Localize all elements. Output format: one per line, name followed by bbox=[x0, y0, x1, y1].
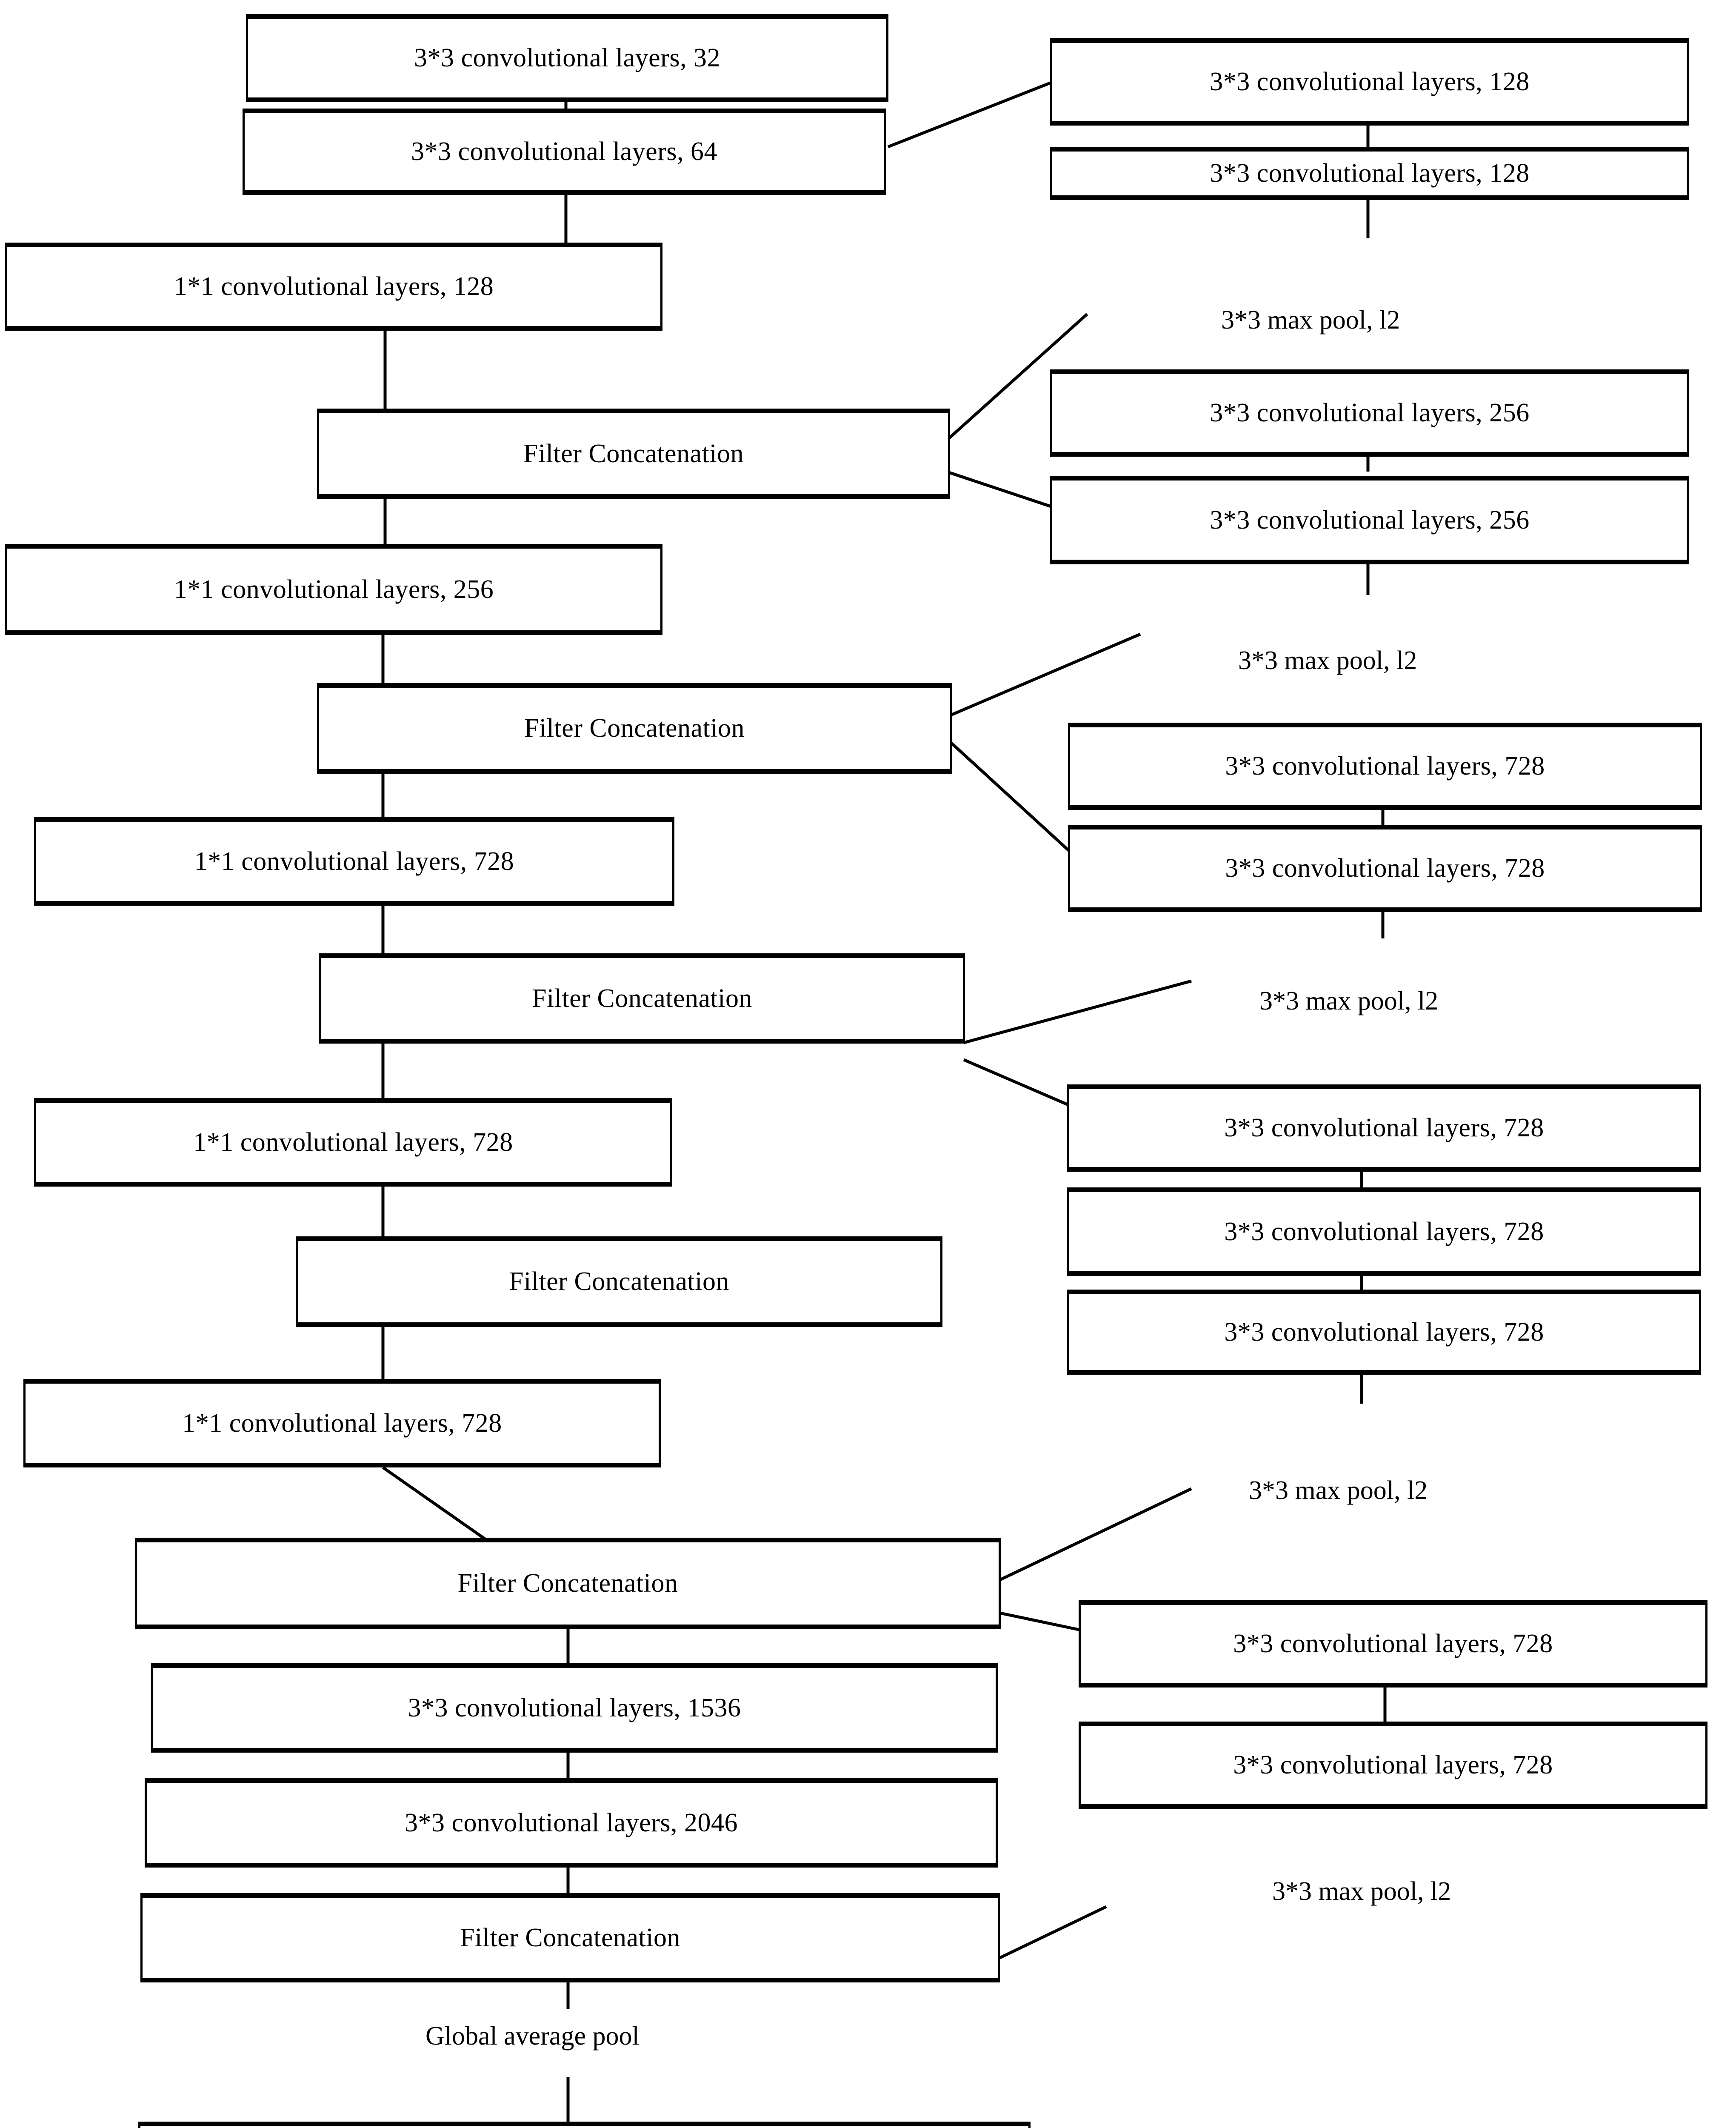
edge-fc3-to-pool3 bbox=[963, 979, 1192, 1044]
node-conv1x728-c[interactable]: 1*1 convolutional layers, 728 bbox=[23, 1379, 661, 1467]
node-label: Filter Concatenation bbox=[532, 984, 752, 1013]
node-label: 3*3 convolutional layers, 256 bbox=[1210, 398, 1530, 428]
node-softmax[interactable]: 1000 fully-connected softmax layer bbox=[138, 2122, 1031, 2128]
node-conv1536[interactable]: 3*3 convolutional layers, 1536 bbox=[151, 1663, 998, 1753]
max-pool-text: 3*3 max pool, l2 bbox=[1249, 1476, 1428, 1505]
node-conv2046[interactable]: 3*3 convolutional layers, 2046 bbox=[145, 1778, 998, 1868]
node-branch-conv128-a[interactable]: 3*3 convolutional layers, 128 bbox=[1050, 38, 1689, 126]
node-filter-concatenation-3[interactable]: Filter Concatenation bbox=[319, 953, 965, 1044]
node-branch-conv128-b[interactable]: 3*3 convolutional layers, 128 bbox=[1050, 147, 1689, 200]
node-branch-conv256-a[interactable]: 3*3 convolutional layers, 256 bbox=[1050, 369, 1689, 457]
max-pool-text: 3*3 max pool, l2 bbox=[1221, 306, 1400, 335]
node-label: Filter Concatenation bbox=[524, 714, 745, 743]
node-label: 3*3 convolutional layers, 128 bbox=[1210, 67, 1530, 97]
node-label: 3*3 convolutional layers, 2046 bbox=[405, 1808, 738, 1837]
edge-fc6-to-pool5 bbox=[999, 1905, 1107, 1959]
edge-fc3-to-b728c bbox=[963, 1058, 1073, 1108]
global-average-pool-text: Global average pool bbox=[425, 2022, 640, 2051]
node-conv32[interactable]: 3*3 convolutional layers, 32 bbox=[246, 14, 888, 102]
node-label: 3*3 convolutional layers, 1536 bbox=[408, 1693, 741, 1722]
label-max-pool-2: 3*3 max pool, l2 bbox=[1238, 646, 1417, 675]
node-branch-conv728-d[interactable]: 3*3 convolutional layers, 728 bbox=[1067, 1187, 1701, 1276]
node-label: Filter Concatenation bbox=[460, 1923, 680, 1952]
node-label: Filter Concatenation bbox=[457, 1569, 678, 1598]
node-filter-concatenation-2[interactable]: Filter Concatenation bbox=[317, 683, 952, 774]
node-label: 3*3 convolutional layers, 728 bbox=[1225, 752, 1545, 781]
node-branch-conv256-b[interactable]: 3*3 convolutional layers, 256 bbox=[1050, 476, 1689, 564]
node-filter-concatenation-4[interactable]: Filter Concatenation bbox=[296, 1236, 942, 1327]
node-label: 1*1 convolutional layers, 256 bbox=[174, 575, 494, 604]
edge-fc2-to-pool2 bbox=[950, 632, 1141, 717]
node-conv1x728-a[interactable]: 1*1 convolutional layers, 728 bbox=[34, 817, 674, 906]
node-label: 3*3 convolutional layers, 64 bbox=[411, 137, 717, 166]
node-branch-conv728-a[interactable]: 3*3 convolutional layers, 728 bbox=[1068, 723, 1702, 810]
max-pool-text: 3*3 max pool, l2 bbox=[1238, 646, 1417, 675]
node-branch-conv728-f[interactable]: 3*3 convolutional layers, 728 bbox=[1079, 1600, 1707, 1688]
node-label: 3*3 convolutional layers, 728 bbox=[1233, 1750, 1553, 1780]
node-label: 3*3 convolutional layers, 728 bbox=[1224, 1217, 1544, 1246]
label-max-pool-1: 3*3 max pool, l2 bbox=[1221, 306, 1400, 335]
node-label: 3*3 convolutional layers, 728 bbox=[1224, 1113, 1544, 1143]
edge-fc5-to-b728f bbox=[999, 1611, 1081, 1632]
node-filter-concatenation-5[interactable]: Filter Concatenation bbox=[135, 1538, 1001, 1629]
node-label: 3*3 convolutional layers, 728 bbox=[1225, 854, 1545, 883]
node-conv1x728-b[interactable]: 1*1 convolutional layers, 728 bbox=[34, 1098, 672, 1187]
node-branch-conv728-b[interactable]: 3*3 convolutional layers, 728 bbox=[1068, 825, 1702, 912]
node-label: 3*3 convolutional layers, 128 bbox=[1210, 159, 1530, 188]
node-label: Filter Concatenation bbox=[523, 439, 744, 468]
edge-fc1-to-b256b bbox=[948, 471, 1052, 508]
node-label: 1*1 convolutional layers, 728 bbox=[182, 1408, 502, 1438]
node-filter-concatenation-6[interactable]: Filter Concatenation bbox=[140, 1893, 1000, 1982]
node-label: Filter Concatenation bbox=[509, 1267, 729, 1296]
edge-conv64-to-b128a bbox=[887, 81, 1051, 149]
node-branch-conv728-e[interactable]: 3*3 convolutional layers, 728 bbox=[1067, 1290, 1701, 1375]
label-max-pool-3: 3*3 max pool, l2 bbox=[1259, 987, 1438, 1015]
node-filter-concatenation-1[interactable]: Filter Concatenation bbox=[317, 409, 950, 499]
max-pool-text: 3*3 max pool, l2 bbox=[1272, 1877, 1451, 1906]
label-max-pool-4: 3*3 max pool, l2 bbox=[1249, 1476, 1428, 1505]
edge-fc5-to-pool4 bbox=[999, 1487, 1192, 1582]
node-label: 1*1 convolutional layers, 728 bbox=[194, 847, 514, 876]
node-label: 3*3 convolutional layers, 32 bbox=[414, 43, 720, 73]
node-label: 1*1 convolutional layers, 728 bbox=[193, 1127, 513, 1157]
node-label: 3*3 convolutional layers, 728 bbox=[1233, 1629, 1553, 1659]
node-conv1x256[interactable]: 1*1 convolutional layers, 256 bbox=[5, 544, 662, 635]
max-pool-text: 3*3 max pool, l2 bbox=[1259, 987, 1439, 1015]
node-label: 3*3 convolutional layers, 728 bbox=[1224, 1317, 1544, 1347]
edge-conv1x728c-to-fc5 bbox=[382, 1466, 486, 1540]
label-global-average-pool: Global average pool bbox=[425, 2022, 640, 2051]
node-label: 1*1 convolutional layers, 128 bbox=[174, 272, 494, 301]
node-conv1x128[interactable]: 1*1 convolutional layers, 128 bbox=[5, 243, 662, 331]
node-conv64[interactable]: 3*3 convolutional layers, 64 bbox=[243, 109, 886, 195]
edge-fc2-to-b728b bbox=[950, 741, 1078, 859]
node-branch-conv728-g[interactable]: 3*3 convolutional layers, 728 bbox=[1079, 1722, 1707, 1809]
node-label: 3*3 convolutional layers, 256 bbox=[1210, 505, 1530, 535]
node-branch-conv728-c[interactable]: 3*3 convolutional layers, 728 bbox=[1067, 1084, 1701, 1172]
label-max-pool-5: 3*3 max pool, l2 bbox=[1272, 1877, 1451, 1906]
